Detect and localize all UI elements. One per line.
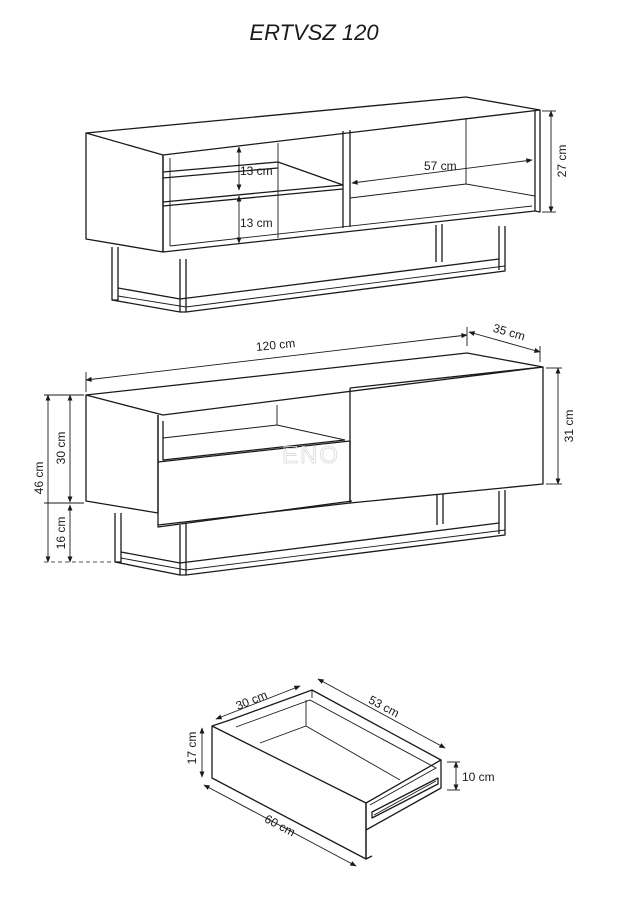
drawer-view: [199, 678, 460, 867]
drawer-front-height-label: 17 cm: [185, 732, 199, 765]
drawer-inner-depth-label: 30 cm: [234, 688, 270, 713]
shelf-height-bottom-label: 13 cm: [240, 216, 273, 230]
door-height-label: 31 cm: [562, 410, 576, 443]
total-height-label: 46 cm: [32, 462, 46, 495]
view1-height-label: 27 cm: [555, 145, 569, 178]
body-height-label: 30 cm: [54, 432, 68, 465]
open-width-label: 57 cm: [424, 159, 457, 173]
drawer-front-width-label: 60 cm: [262, 812, 297, 840]
cabinet-view-open-shelves: [85, 96, 556, 313]
watermark-logo: ENO: [282, 442, 340, 469]
total-width-label: 120 cm: [255, 336, 296, 354]
leg-height-label: 16 cm: [54, 517, 68, 550]
shelf-height-top-label: 13 cm: [240, 164, 273, 178]
drawer-inner-length-label: 53 cm: [366, 693, 401, 721]
product-title: ERTVSZ 120: [249, 20, 379, 45]
cabinet-view-closed: [44, 327, 562, 576]
drawer-side-height-label: 10 cm: [462, 770, 495, 784]
